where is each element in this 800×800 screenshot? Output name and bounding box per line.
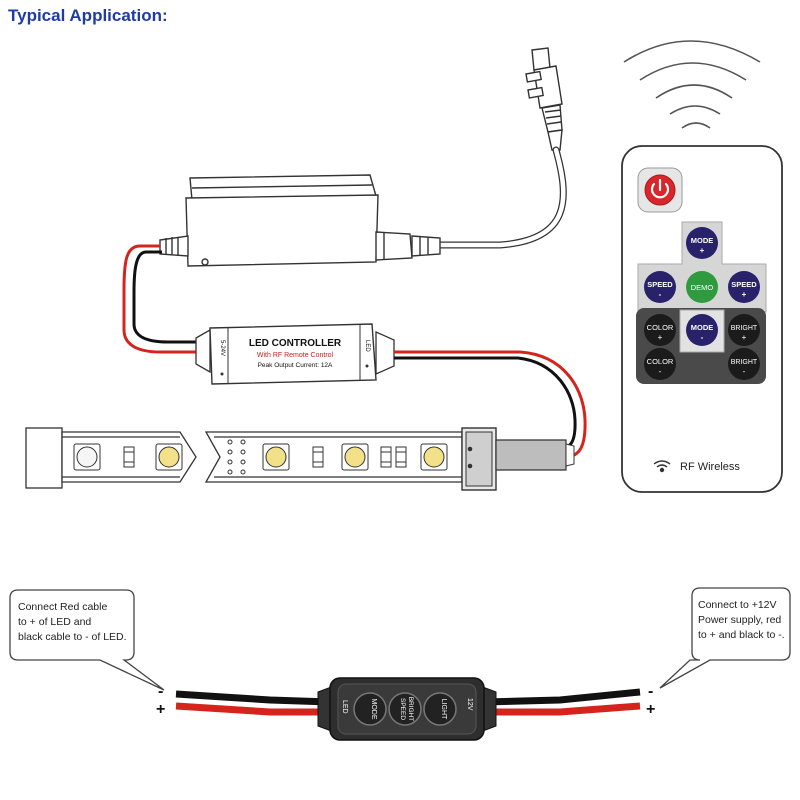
power-adapter — [159, 174, 441, 267]
speed-plus-button[interactable]: SPEED + — [728, 271, 760, 303]
callout-left-line-2: to + of LED and — [18, 616, 91, 628]
speed-minus-button[interactable]: SPEED - — [644, 271, 676, 303]
right-plus-sign: + — [646, 701, 655, 718]
led-chip-3 — [262, 443, 290, 471]
rf-remote: MODE + SPEED - DEMO SPEED + COLOR + — [621, 145, 783, 493]
mini-mode-button[interactable]: MODE — [353, 692, 387, 726]
mini-speed-label: SPEED — [399, 698, 406, 720]
color-minus-label: COLOR — [647, 357, 674, 366]
mode-minus-label: MODE — [691, 323, 714, 332]
callout-right-line-1: Connect to +12V — [698, 599, 777, 611]
power-plug — [525, 47, 563, 151]
demo-label: DEMO — [691, 283, 714, 292]
power-icon — [650, 178, 670, 199]
speed-plus-sign: + — [742, 290, 747, 299]
right-minus-sign: - — [648, 683, 653, 700]
led-chip-2 — [155, 443, 183, 471]
mode-plus-label: MODE — [691, 236, 714, 245]
controller-label: LED CONTROLLER — [249, 338, 342, 349]
led-chip-5 — [420, 443, 448, 471]
color-minus-sign: - — [659, 367, 662, 376]
mini-mode-label: MODE — [370, 699, 377, 720]
led-strip-chips — [73, 439, 448, 475]
mini-light-button[interactable]: LIGHT — [423, 692, 457, 726]
color-minus-button[interactable]: COLOR - — [644, 348, 676, 380]
mini-light-label: LIGHT — [440, 699, 447, 720]
led-controller: LED CONTROLLER With RF Remote Control Pe… — [195, 323, 395, 385]
page-title: Typical Application: — [8, 6, 168, 25]
speed-plus-label: SPEED — [731, 280, 757, 289]
mode-plus-button[interactable]: MODE + — [686, 227, 718, 259]
adapter-wire-black — [132, 250, 205, 344]
remote-brand-label: RF Wireless — [680, 461, 740, 473]
mini-controller: LED 12V MODE SPEED BRIGHT LIGHT — [317, 677, 497, 741]
callout-left: Connect Red cable to + of LED and black … — [9, 589, 165, 691]
left-minus-sign: - — [158, 683, 163, 700]
callout-right: Connect to +12V Power supply, red to + a… — [659, 587, 791, 689]
color-plus-sign: + — [658, 333, 663, 342]
mode-plus-sign: + — [700, 246, 705, 255]
strip-connector — [461, 427, 575, 491]
speed-minus-label: SPEED — [647, 280, 673, 289]
controller-voltage-label: 5-24V — [219, 340, 225, 356]
bright-minus-label: BRIGHT — [731, 359, 758, 366]
led-chip-4 — [341, 443, 369, 471]
bright-minus-button[interactable]: BRIGHT - — [728, 348, 760, 380]
controller-peak-current: Peak Output Current: 12A — [258, 362, 333, 369]
demo-button[interactable]: DEMO — [686, 271, 718, 303]
mini-wires-right — [483, 688, 641, 716]
bright-minus-sign: - — [743, 367, 746, 376]
callout-right-line-2: Power supply, red — [698, 614, 781, 626]
mini-wires-left — [175, 690, 331, 716]
bright-plus-button[interactable]: BRIGHT + — [728, 314, 760, 346]
bright-plus-sign: + — [742, 333, 747, 342]
controller-subtitle: With RF Remote Control — [257, 352, 334, 359]
mini-bright-label: BRIGHT — [407, 697, 414, 722]
mini-controller-led-label: LED — [341, 700, 348, 714]
adapter-wire-red — [122, 244, 205, 354]
callout-left-line-3: black cable to - of LED. — [18, 631, 127, 643]
color-plus-label: COLOR — [647, 323, 674, 332]
speed-minus-sign: - — [659, 290, 662, 299]
mini-controller-12v-label: 12V — [466, 698, 473, 711]
led-chip-1 — [73, 443, 101, 471]
power-button[interactable] — [637, 167, 683, 213]
color-plus-button[interactable]: COLOR + — [644, 314, 676, 346]
rf-signal-waves — [623, 40, 761, 129]
mode-minus-sign: - — [701, 333, 704, 342]
callout-right-line-3: to + and black to -. — [698, 629, 785, 641]
mode-minus-button[interactable]: MODE - — [686, 314, 718, 346]
callout-left-line-1: Connect Red cable — [18, 601, 107, 613]
controller-led-label: LED — [364, 340, 370, 352]
bright-plus-label: BRIGHT — [731, 325, 758, 332]
mini-speed-bright-button[interactable]: SPEED BRIGHT — [388, 692, 422, 726]
wifi-icon — [653, 460, 671, 473]
left-plus-sign: + — [156, 701, 165, 718]
